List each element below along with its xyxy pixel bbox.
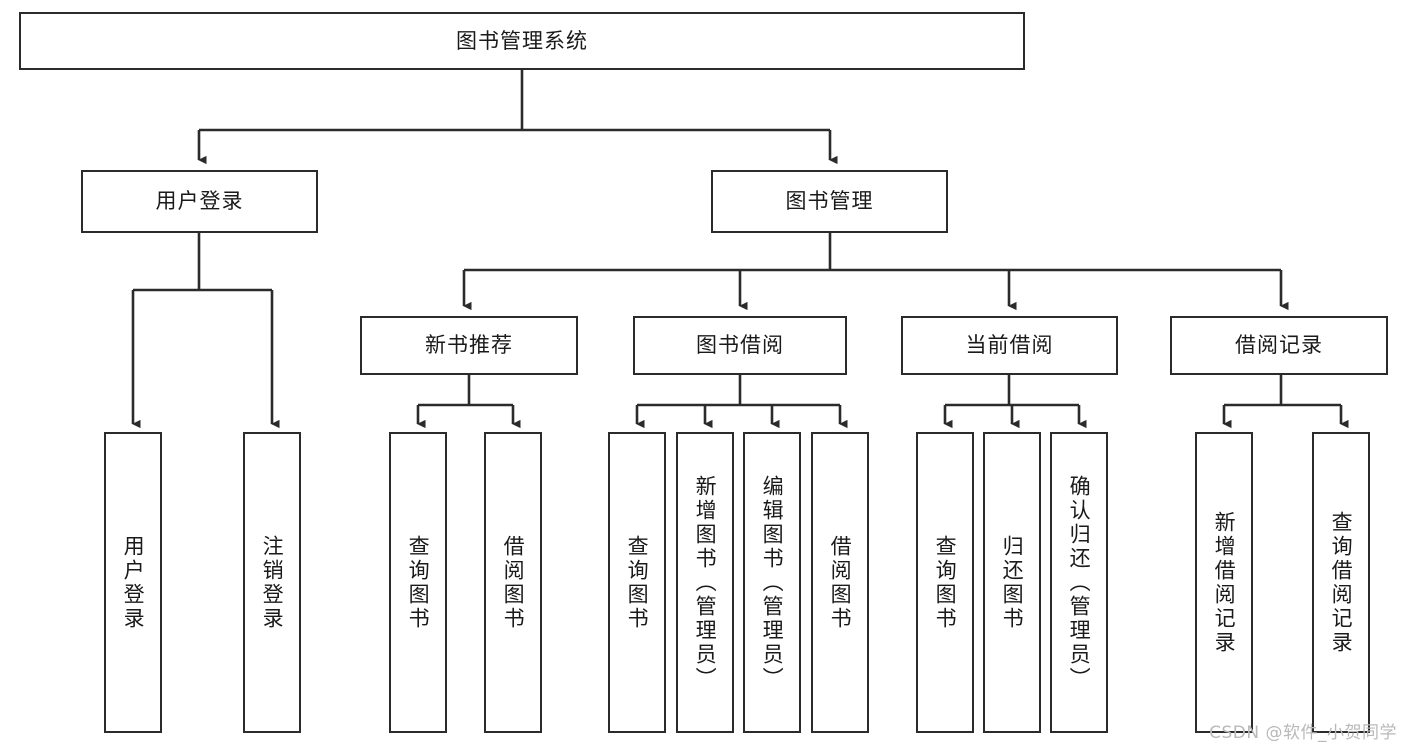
node-book-borrow[interactable]: 图书借阅: [633, 316, 847, 375]
node-label: 新增借阅记录: [1212, 510, 1237, 655]
node-label: 编辑图书（管理员）: [760, 474, 785, 691]
node-current-borrow[interactable]: 当前借阅: [901, 316, 1118, 375]
node-borrow-record[interactable]: 借阅记录: [1170, 316, 1388, 375]
node-label: 查询图书: [406, 534, 431, 631]
node-label: 新增图书（管理员）: [693, 474, 718, 691]
leaf-current-borrow-return-book[interactable]: 归还图书: [983, 432, 1041, 733]
node-label: 图书借阅: [696, 333, 784, 358]
node-label: 归还图书: [1000, 534, 1025, 631]
leaf-user-login-login[interactable]: 用户登录: [104, 432, 162, 733]
node-label: 新书推荐: [425, 333, 513, 358]
node-label: 借阅记录: [1235, 333, 1323, 358]
node-new-book-recommend[interactable]: 新书推荐: [360, 316, 578, 375]
leaf-current-borrow-query-book[interactable]: 查询图书: [916, 432, 974, 733]
node-label: 查询图书: [625, 534, 650, 631]
node-label: 当前借阅: [965, 333, 1054, 358]
node-user-login[interactable]: 用户登录: [81, 170, 318, 233]
node-label: 图书管理: [785, 189, 874, 214]
node-book-management[interactable]: 图书管理: [711, 170, 948, 233]
leaf-book-borrow-add-book-admin[interactable]: 新增图书（管理员）: [676, 432, 734, 733]
leaf-current-borrow-confirm-return-admin[interactable]: 确认归还（管理员）: [1050, 432, 1108, 733]
node-root-book-management-system[interactable]: 图书管理系统: [19, 12, 1025, 70]
node-label: 用户登录: [155, 189, 244, 214]
leaf-book-borrow-borrow-book[interactable]: 借阅图书: [811, 432, 869, 733]
node-label: 图书管理系统: [456, 28, 588, 53]
leaf-borrow-record-add-record[interactable]: 新增借阅记录: [1195, 432, 1253, 733]
node-label: 用户登录: [121, 534, 146, 631]
leaf-new-book-query-book[interactable]: 查询图书: [389, 432, 447, 733]
leaf-new-book-borrow-book[interactable]: 借阅图书: [484, 432, 542, 733]
node-label: 借阅图书: [828, 534, 853, 631]
node-label: 查询借阅记录: [1329, 510, 1354, 655]
leaf-book-borrow-edit-book-admin[interactable]: 编辑图书（管理员）: [743, 432, 801, 733]
node-label: 借阅图书: [501, 534, 526, 631]
csdn-watermark: CSDN @软件_小贺同学: [1209, 723, 1397, 743]
leaf-book-borrow-query-book[interactable]: 查询图书: [608, 432, 666, 733]
node-label: 确认归还（管理员）: [1067, 474, 1092, 691]
node-label: 注销登录: [260, 534, 285, 631]
leaf-user-login-logout[interactable]: 注销登录: [243, 432, 301, 733]
node-label: 查询图书: [933, 534, 958, 631]
leaf-borrow-record-query-record[interactable]: 查询借阅记录: [1312, 432, 1370, 733]
